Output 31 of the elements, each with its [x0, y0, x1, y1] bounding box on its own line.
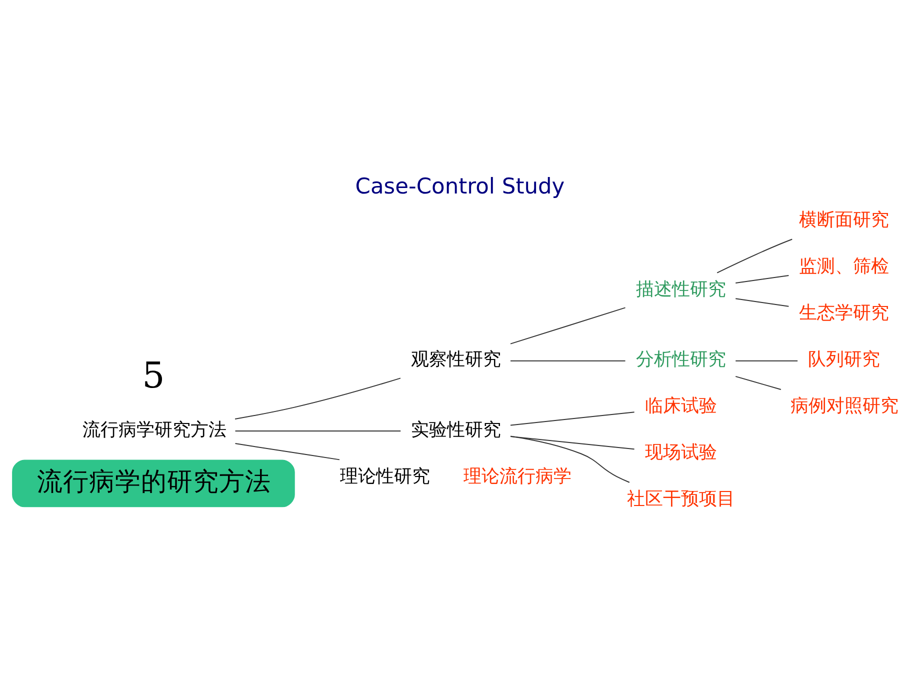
connector [510, 436, 635, 450]
node-text: 社区干预项目 [627, 488, 736, 510]
connector [510, 360, 626, 362]
node-text: 分析性研究 [636, 349, 726, 370]
node-text: 描述性研究 [636, 278, 726, 300]
connector [735, 376, 782, 390]
connector [510, 436, 630, 483]
node-text: 观察性研究 [411, 349, 502, 370]
node-box: 流行病学的研究方法 [12, 460, 295, 508]
node-text: 现场试验 [644, 442, 717, 464]
node-text: 监测、筛检 [799, 256, 890, 278]
connector [716, 238, 793, 274]
connector [735, 360, 798, 362]
node-text: 流行病学研究方法 [82, 419, 226, 440]
node-text: 病例对照研究 [790, 396, 898, 417]
connector [735, 275, 790, 284]
diagram-title: Case-Control Study [355, 174, 565, 200]
label: 5 [142, 355, 165, 396]
node-text: 队列研究 [808, 349, 880, 370]
node-text: 生态学研究 [799, 302, 890, 324]
node-text: 实验性研究 [411, 419, 502, 440]
node-text: 理论性研究 [340, 466, 430, 487]
node-text: 临床试验 [644, 396, 717, 417]
connector [234, 430, 402, 432]
connector [234, 443, 340, 460]
node-text: 横断面研究 [799, 210, 890, 231]
connector [234, 378, 401, 420]
connector [735, 298, 790, 307]
connector [510, 307, 626, 344]
node-label: 理论流行病学 [463, 466, 572, 487]
connector [510, 412, 635, 426]
